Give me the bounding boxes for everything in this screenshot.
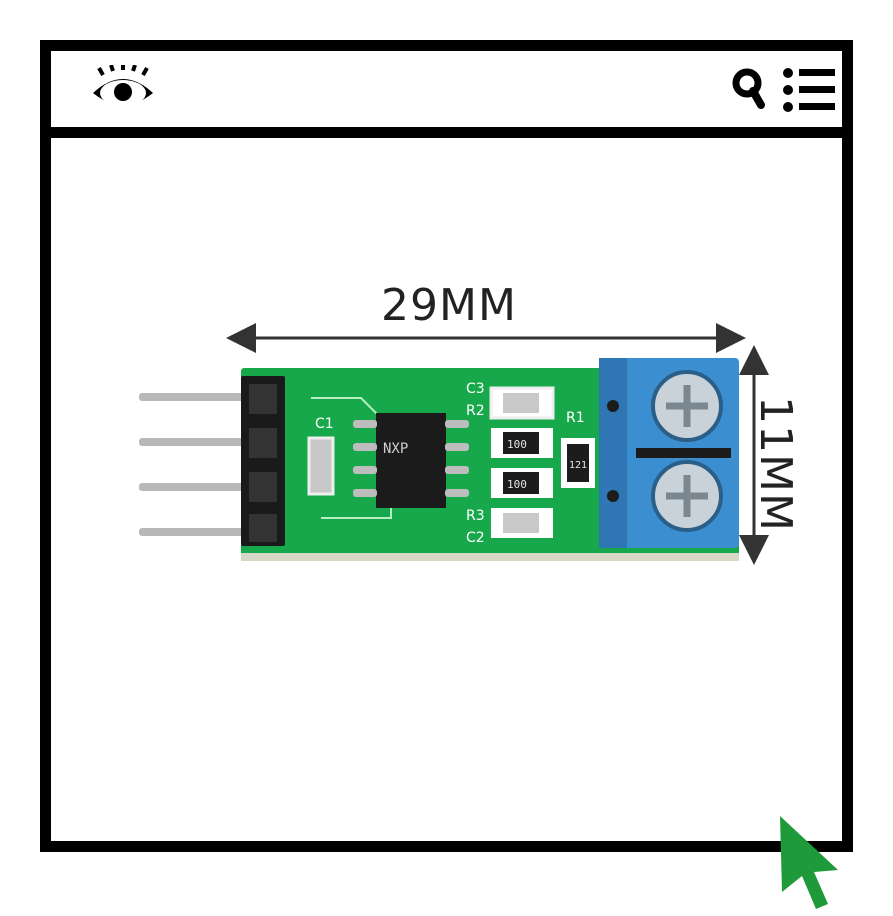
header-pins <box>139 393 269 536</box>
cursor-arrow-icon <box>780 816 838 909</box>
resistor-marking-100a: 100 <box>507 438 527 451</box>
dimension-arrows <box>226 323 769 565</box>
can-transceiver-module-photo: NXP C1 C3 R2 R1 R3 C2 100 100 121 <box>139 358 739 561</box>
label-c3: C3 <box>466 381 485 397</box>
label-r3: R3 <box>466 508 485 524</box>
screw-terminal <box>599 358 739 548</box>
chip-brand-text: NXP <box>383 441 408 457</box>
pin-header <box>241 376 285 546</box>
label-c2: C2 <box>466 530 485 546</box>
menu-icon[interactable] <box>781 65 837 115</box>
search-icon[interactable] <box>731 67 771 111</box>
resistor-marking-100b: 100 <box>507 478 527 491</box>
width-dimension-label: 29MM <box>381 280 517 331</box>
tja1050-chip <box>376 413 446 508</box>
label-r1: R1 <box>566 410 585 426</box>
capacitor-c1 <box>307 436 335 496</box>
eye-icon[interactable] <box>89 65 157 115</box>
resistor-marking-121: 121 <box>569 460 587 471</box>
label-r2: R2 <box>466 403 485 419</box>
browser-window: 29MM 11MM <box>40 40 853 852</box>
title-bar <box>51 51 842 138</box>
content-area: 29MM 11MM <box>51 138 842 841</box>
label-c1: C1 <box>315 416 334 432</box>
